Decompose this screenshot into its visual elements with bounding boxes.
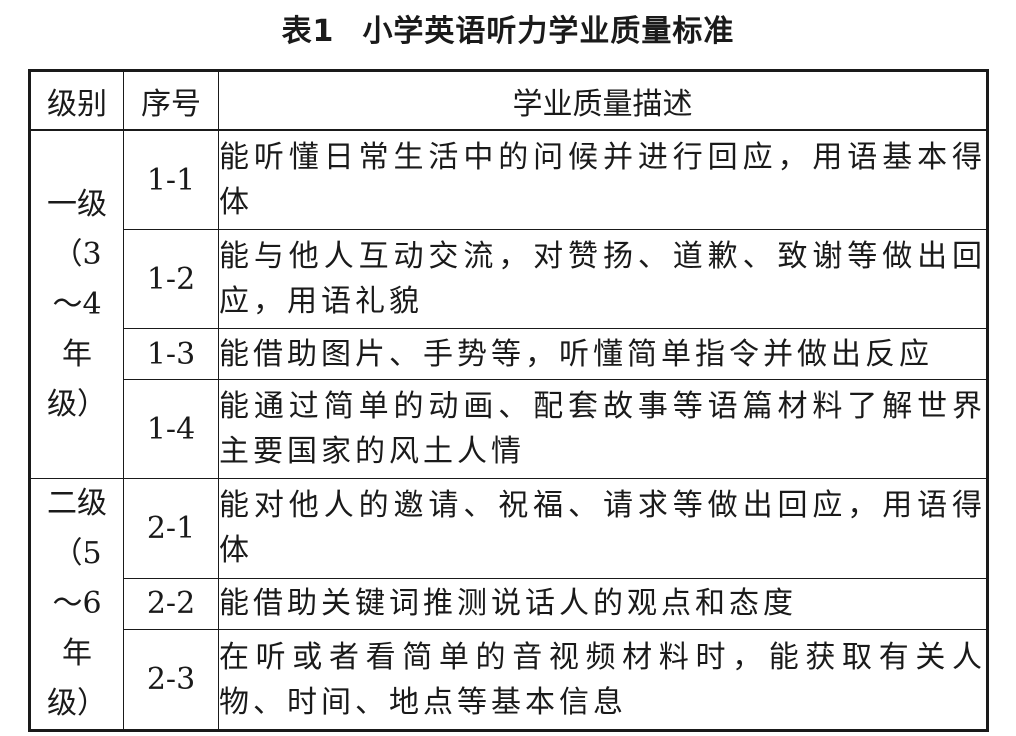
seq-cell: 2-3 [123, 629, 219, 731]
desc-cell: 能借助图片、手势等，听懂简单指令并做出反应 [218, 328, 988, 380]
table-row: 2-3 在听或者看简单的音视频材料时，能获取有关人物、时间、地点等基本信息 [30, 629, 988, 731]
seq-cell: 2-2 [123, 577, 219, 631]
header-level: 级别 [29, 70, 124, 131]
desc-cell: 能通过简单的动画、配套故事等语篇材料了解世界主要国家的风土人情 [218, 379, 988, 479]
table-caption: 小学英语听力学业质量标准 [362, 14, 735, 49]
quality-standard-table: 级别 序号 学业质量描述 一级（3～4年级） 1-1 能听懂日常生活中的问候并进… [28, 69, 989, 732]
level-label: 一级（3～4年级） [47, 186, 107, 422]
table-row: 2-2 能借助关键词推测说话人的观点和态度 [30, 577, 988, 631]
desc-cell: 能对他人的邀请、祝福、请求等做出回应，用语得体 [218, 478, 988, 579]
table-row: 二级（5～6年级） 2-1 能对他人的邀请、祝福、请求等做出回应，用语得体 [29, 478, 988, 731]
level-label: 二级（5～6年级） [47, 486, 107, 721]
desc-cell: 在听或者看简单的音视频材料时，能获取有关人物、时间、地点等基本信息 [218, 629, 988, 731]
seq-cell: 1-3 [123, 328, 219, 380]
seq-cell: 1-2 [123, 229, 219, 329]
table-title: 表1 小学英语听力学业质量标准 [0, 6, 1016, 58]
seq-cell: 1-4 [123, 379, 219, 479]
desc-cell: 能与他人互动交流，对赞扬、道歉、致谢等做出回应，用语礼貌 [218, 229, 988, 329]
header-desc: 学业质量描述 [218, 70, 988, 131]
table-row: 1-3 能借助图片、手势等，听懂简单指令并做出反应 [30, 328, 988, 380]
level-cell-1: 一级（3～4年级） [29, 129, 124, 479]
seq-cell: 1-1 [123, 129, 219, 230]
header-seq: 序号 [123, 70, 219, 131]
level-cell-2: 二级（5～6年级） [29, 478, 124, 731]
table-header-row: 级别 序号 学业质量描述 [29, 70, 988, 131]
seq-cell: 2-1 [123, 478, 219, 579]
table-row: 1-4 能通过简单的动画、配套故事等语篇材料了解世界主要国家的风土人情 [30, 379, 988, 479]
desc-cell: 能听懂日常生活中的问候并进行回应，用语基本得体 [218, 129, 988, 230]
table-row: 一级（3～4年级） 1-1 能听懂日常生活中的问候并进行回应，用语基本得体 [29, 129, 988, 479]
table-row: 1-2 能与他人互动交流，对赞扬、道歉、致谢等做出回应，用语礼貌 [30, 229, 988, 329]
desc-cell: 能借助关键词推测说话人的观点和态度 [218, 577, 988, 631]
table-number: 表1 [281, 14, 335, 49]
